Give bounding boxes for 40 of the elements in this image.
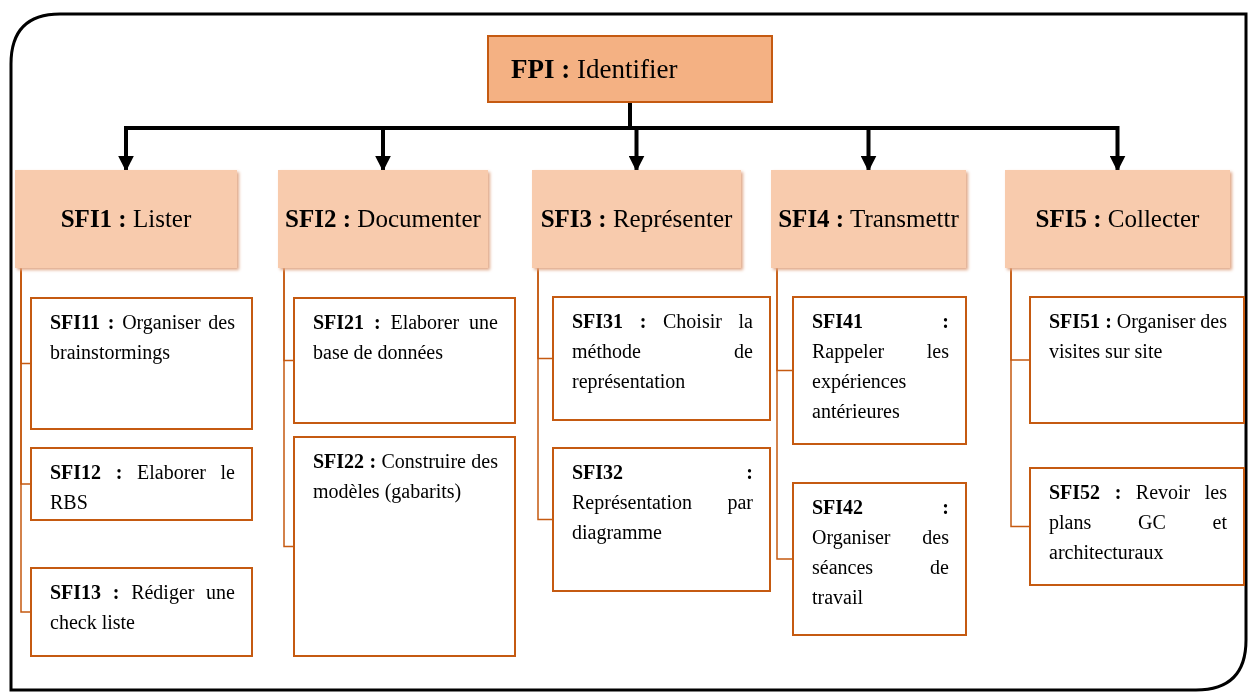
box-label: SFI1 : Lister (59, 205, 193, 233)
connector-line (776, 267, 793, 560)
box-label: SFI2 : Documenter (284, 205, 482, 233)
box-label: SFI13 : Rédiger une check liste (50, 580, 235, 635)
box-label: FPI : Identifier (511, 53, 679, 85)
box-label: SFI22 : Construire des modèles (gabarits) (313, 449, 498, 505)
main-function-box (487, 35, 773, 103)
sub-function-box (30, 297, 253, 430)
box-label: SFI51 : Organiser des visites sur site (1049, 309, 1227, 364)
sub-function-box (552, 296, 771, 421)
box-label: SFI12 : Elaborer le RBS (50, 460, 235, 515)
box-label: SFI3 : Représenter (539, 205, 734, 233)
connector-line (283, 267, 294, 548)
function-box (278, 170, 488, 268)
connector-line (1010, 267, 1030, 528)
connector-line (537, 267, 553, 521)
box-label: SFI31 : Choisir la méthode de représentation (572, 309, 753, 395)
sub-function-box (1029, 467, 1245, 586)
sub-function-box (30, 567, 253, 657)
sub-function-box (792, 482, 967, 636)
function-box (1005, 170, 1230, 268)
sub-function-box (792, 296, 967, 445)
sub-function-box (552, 447, 771, 592)
box-label: SFI41 : Rappeler les expériences antérieures (812, 309, 949, 424)
sub-function-box (293, 297, 516, 424)
box-label: SFI5 : Collecter (1034, 205, 1201, 233)
function-box (532, 170, 741, 268)
box-label: SFI21 : Elaborer une base de données (313, 310, 498, 365)
function-box (771, 170, 966, 268)
connector-line (20, 267, 31, 613)
box-label: SFI11 : Organiser des brainstormings (50, 310, 235, 366)
arrow (628, 103, 1126, 172)
sub-function-box (30, 447, 253, 521)
box-label: SFI32 : Représentation par diagramme (572, 460, 753, 546)
sub-function-box (1029, 296, 1245, 424)
sub-function-box (293, 436, 516, 657)
box-label: SFI52 : Revoir les plans GC et architecturaux (1049, 480, 1227, 565)
function-box (15, 170, 237, 268)
box-label: SFI4 : Transmettr (777, 205, 960, 233)
box-label: SFI42 : Organiser des séances de travail (812, 495, 949, 610)
